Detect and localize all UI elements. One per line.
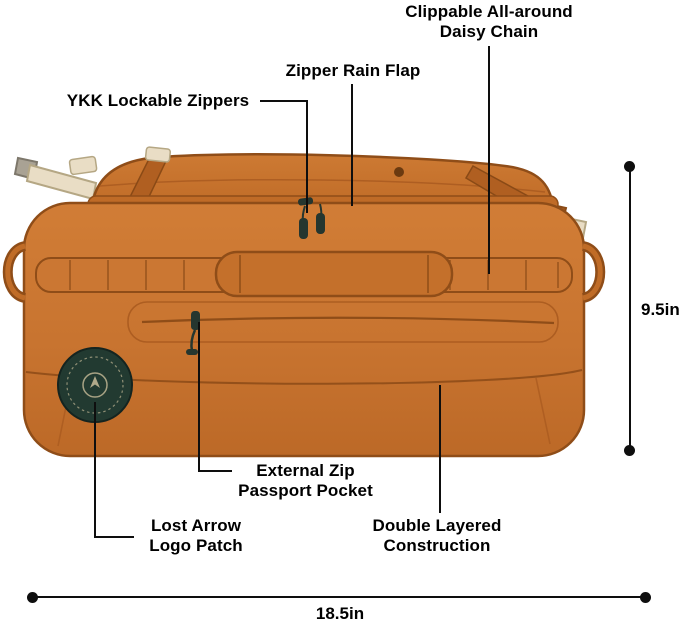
callout-line-logo-vertical: [94, 402, 96, 538]
dimension-dot-top: [624, 161, 635, 172]
label-line: Lost Arrow: [150, 516, 242, 535]
callout-line-passport-vertical: [198, 322, 200, 472]
daisy-chain-webbing: [35, 250, 573, 298]
label-line: Zipper Rain Flap: [285, 61, 421, 80]
label-line: External Zip: [256, 461, 355, 480]
label-line: YKK Lockable Zippers: [66, 91, 250, 110]
callout-label-passport-pocket: External Zip Passport Pocket: [228, 461, 383, 501]
dimension-width-value: 18.5in: [315, 604, 365, 623]
dimension-height-value: 9.5in: [641, 300, 679, 319]
label-line: Clippable All-around: [405, 2, 573, 21]
lid-grommet: [394, 167, 404, 177]
callout-label-double-layered: Double Layered Construction: [356, 516, 518, 556]
lid-buckle-left: [68, 155, 98, 176]
label-line: Passport Pocket: [238, 480, 373, 500]
zipper-pull: [299, 218, 308, 239]
callout-line-ykk-horizontal: [260, 100, 308, 102]
callout-label-logo-patch: Lost Arrow Logo Patch: [137, 516, 255, 556]
label-line: Daisy Chain: [439, 21, 539, 41]
callout-label-lockable-zippers: YKK Lockable Zippers: [57, 91, 259, 111]
side-handle-left: [2, 241, 27, 303]
callout-line-passport-horizontal: [198, 470, 232, 472]
bag-lid: [68, 146, 559, 213]
dimension-dot-right: [640, 592, 651, 603]
dimension-line-width: [37, 596, 641, 598]
callout-label-rain-flap: Zipper Rain Flap: [280, 61, 426, 81]
side-handle-right: [581, 241, 606, 303]
callout-line-rain-flap: [351, 84, 353, 206]
label-line: Logo Patch: [149, 535, 243, 555]
dimension-dot-bottom: [624, 445, 635, 456]
zipper-pull: [316, 213, 325, 234]
pocket-zipper-pull: [191, 311, 200, 330]
callout-line-logo-horizontal: [94, 536, 134, 538]
arrow-icon: [90, 376, 100, 388]
label-line: Construction: [383, 535, 491, 555]
callout-line-ykk-vertical: [306, 100, 308, 213]
callout-line-double-layered: [439, 385, 441, 513]
dimension-dot-left: [27, 592, 38, 603]
lid-buckle-top: [144, 146, 172, 163]
dimension-line-height: [629, 170, 631, 447]
callout-label-daisy-chain: Clippable All-around Daisy Chain: [395, 2, 583, 42]
lockable-zipper-pulls: [298, 197, 325, 239]
label-line: Double Layered: [372, 516, 502, 535]
callout-line-daisy-chain: [488, 46, 490, 274]
external-zip-pocket: [127, 301, 559, 355]
carry-handle: [214, 250, 454, 298]
